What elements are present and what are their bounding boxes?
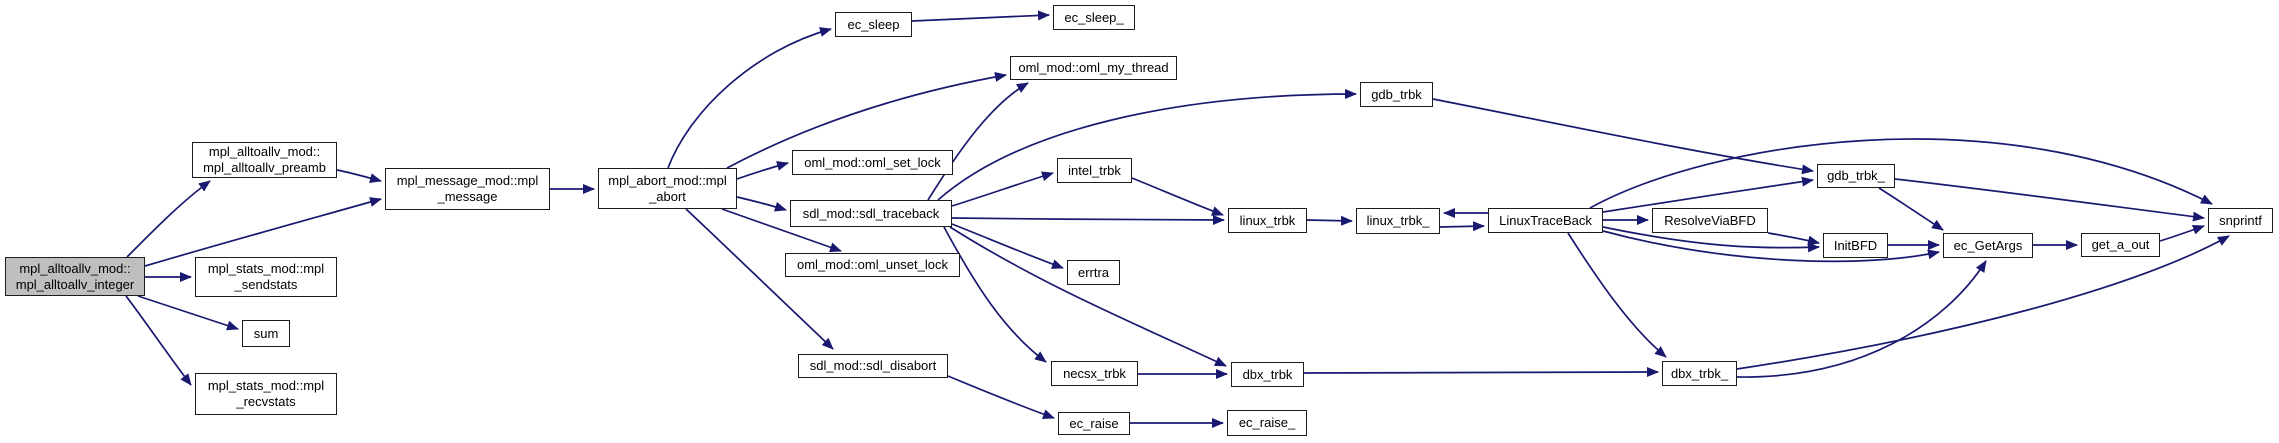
- node-necsx-trbk[interactable]: necsx_trbk: [1051, 361, 1138, 386]
- edge-ec-sleep-to-ec-sleep-u: [911, 10, 1050, 22]
- edge-mpl-abort-to-oml-unset-lock: [721, 208, 842, 253]
- edge-mpl-abort-to-sdl-disabort: [685, 208, 834, 350]
- edge-mpl-alltoallv-preamb-to-mpl-message: [336, 169, 382, 183]
- node-linux-trbk[interactable]: linux_trbk: [1228, 208, 1307, 233]
- edge-mpl-alltoallv-integer-to-sum: [137, 295, 239, 331]
- node-ec-raise[interactable]: ec_raise: [1058, 412, 1130, 435]
- edge-linux-trbk-to-linux-trbk-u: [1306, 215, 1353, 226]
- edge-sdl-traceback-to-gdb-trbk: [937, 89, 1357, 201]
- node-snprintf[interactable]: snprintf: [2208, 208, 2273, 233]
- node-sum[interactable]: sum: [242, 320, 290, 347]
- node-mpl-alltoallv-preamb[interactable]: mpl_alltoallv_mod:: mpl_alltoallv_preamb: [192, 142, 337, 178]
- edge-mpl-abort-to-sdl-traceback: [736, 196, 787, 212]
- node-gdb-trbk[interactable]: gdb_trbk: [1360, 82, 1433, 107]
- edge-intel-trbk-to-linux-trbk: [1131, 177, 1224, 216]
- node-dbx-trbk[interactable]: dbx_trbk: [1231, 362, 1304, 387]
- node-errtra[interactable]: errtra: [1067, 260, 1120, 285]
- node-ec-sleep-u[interactable]: ec_sleep_: [1053, 5, 1135, 30]
- edge-linuxtraceback-to-dbx-trbk-u: [1567, 232, 1667, 358]
- node-linuxtraceback[interactable]: LinuxTraceBack: [1488, 208, 1603, 233]
- node-get-a-out[interactable]: get_a_out: [2081, 233, 2160, 257]
- node-mpl-sendstats[interactable]: mpl_stats_mod::mpl _sendstats: [195, 257, 337, 297]
- node-gdb-trbk-u[interactable]: gdb_trbk_: [1817, 164, 1895, 188]
- node-ec-getargs[interactable]: ec_GetArgs: [1943, 233, 2033, 258]
- edge-linuxtraceback-to-gdb-trbk-u: [1602, 176, 1814, 213]
- edge-mpl-alltoallv-integer-to-mpl-recvstats: [125, 295, 192, 386]
- edge-sdl-traceback-to-linux-trbk: [951, 214, 1225, 225]
- edge-linuxtraceback-to-ec-getargs: [1602, 230, 1940, 263]
- edge-sdl-disabort-to-ec-raise: [947, 375, 1055, 419]
- edge-sdl-traceback-to-intel-trbk: [951, 171, 1054, 207]
- node-dbx-trbk-u[interactable]: dbx_trbk_: [1662, 361, 1737, 386]
- edge-dbx-trbk-u-to-snprintf: [1736, 235, 2230, 370]
- node-initbfd[interactable]: InitBFD: [1823, 233, 1888, 258]
- node-oml-unset-lock[interactable]: oml_mod::oml_unset_lock: [785, 253, 960, 277]
- edge-mpl-alltoallv-integer-to-mpl-alltoallv-preamb: [126, 180, 211, 258]
- node-intel-trbk[interactable]: intel_trbk: [1057, 158, 1132, 183]
- node-linux-trbk-u[interactable]: linux_trbk_: [1356, 208, 1440, 234]
- edge-sdl-traceback-to-dbx-trbk: [949, 226, 1227, 367]
- edge-resolveviabfd-to-initbfd: [1767, 232, 1820, 246]
- node-oml-set-lock[interactable]: oml_mod::oml_set_lock: [792, 150, 953, 175]
- edge-sdl-traceback-to-necsx-trbk: [943, 226, 1047, 363]
- edge-dbx-trbk-u-to-ec-getargs: [1736, 260, 1987, 378]
- node-ec-raise-u[interactable]: ec_raise_: [1227, 410, 1307, 436]
- edge-mpl-abort-to-oml-set-lock: [736, 161, 789, 180]
- edge-linuxtraceback-to-initbfd: [1602, 226, 1820, 253]
- node-oml-my-thread[interactable]: oml_mod::oml_my_thread: [1010, 56, 1177, 80]
- edge-get-a-out-to-snprintf: [2159, 224, 2205, 242]
- node-mpl-message[interactable]: mpl_message_mod::mpl _message: [385, 168, 550, 210]
- edge-linuxtraceback-to-snprintf: [1589, 138, 2213, 209]
- edges-group: [125, 10, 2230, 428]
- node-mpl-abort[interactable]: mpl_abort_mod::mpl _abort: [598, 168, 737, 209]
- edge-mpl-abort-to-oml-my-thread: [726, 72, 1007, 169]
- edge-gdb-trbk-u-to-ec-getargs: [1878, 187, 1944, 231]
- node-mpl-alltoallv-integer[interactable]: mpl_alltoallv_mod:: mpl_alltoallv_intege…: [5, 257, 145, 296]
- node-sdl-disabort[interactable]: sdl_mod::sdl_disabort: [798, 354, 948, 378]
- edge-gdb-trbk-to-gdb-trbk-u: [1432, 98, 1814, 175]
- edge-mpl-abort-to-ec-sleep: [667, 27, 832, 169]
- node-ec-sleep[interactable]: ec_sleep: [835, 12, 912, 37]
- edge-linux-trbk-u-to-linuxtraceback: [1439, 221, 1485, 232]
- edge-dbx-trbk-to-dbx-trbk-u: [1303, 367, 1659, 378]
- edge-gdb-trbk-u-to-snprintf: [1894, 178, 2205, 222]
- node-sdl-traceback[interactable]: sdl_mod::sdl_traceback: [790, 200, 952, 227]
- node-resolveviabfd[interactable]: ResolveViaBFD: [1652, 208, 1768, 233]
- edge-mpl-alltoallv-integer-to-mpl-message: [144, 197, 382, 267]
- edge-sdl-traceback-to-oml-my-thread: [927, 82, 1029, 201]
- node-mpl-recvstats[interactable]: mpl_stats_mod::mpl _recvstats: [195, 373, 337, 415]
- edge-sdl-traceback-to-errtra: [951, 223, 1064, 269]
